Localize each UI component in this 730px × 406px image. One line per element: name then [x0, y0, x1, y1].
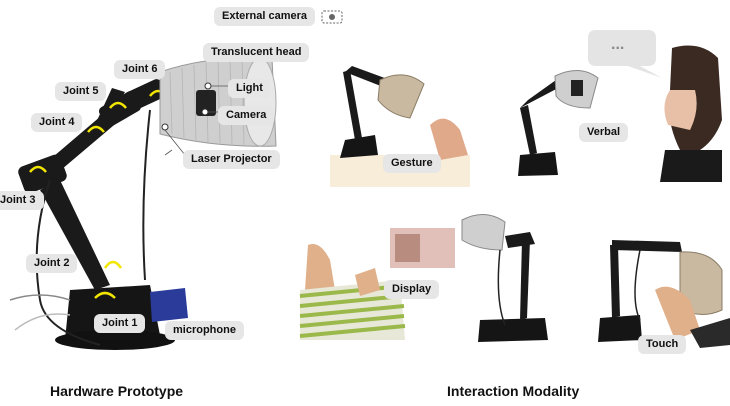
label-joint-5: Joint 5	[55, 82, 106, 101]
label-translucent-head: Translucent head	[203, 43, 309, 62]
camera-dot	[202, 109, 208, 115]
speech-bubble-text: ...	[611, 38, 624, 51]
label-joint-1: Joint 1	[94, 314, 145, 333]
speech-bubble	[588, 30, 662, 78]
label-joint-3: Joint 3	[0, 191, 44, 210]
cable	[143, 110, 150, 280]
label-display: Display	[384, 280, 439, 299]
gesture-robot-head	[378, 75, 424, 118]
verbal-robot-base	[518, 152, 558, 176]
label-light: Light	[228, 79, 271, 98]
cable	[498, 250, 505, 325]
touch-robot-arm	[612, 240, 682, 252]
caption-hardware-prototype: Hardware Prototype	[50, 383, 183, 399]
verbal-robot-arm	[520, 105, 537, 155]
joint-2-marker	[105, 262, 121, 268]
laser-projector-dot	[162, 124, 168, 130]
label-verbal: Verbal	[579, 123, 628, 142]
person-face	[664, 90, 696, 130]
translucent-head-rim	[244, 58, 276, 146]
microphone-device	[150, 288, 188, 322]
gesture-robot-arm	[343, 70, 362, 140]
cable	[15, 314, 70, 330]
robot-base-plate	[55, 330, 175, 350]
touch-robot-arm	[610, 245, 620, 318]
caption-interaction-modality: Interaction Modality	[447, 383, 579, 399]
display-robot-arm	[520, 240, 530, 320]
display-scene	[300, 214, 548, 342]
label-joint-4: Joint 4	[31, 113, 82, 132]
display-robot-head	[462, 214, 505, 250]
cable	[635, 250, 640, 320]
light-dot	[205, 83, 211, 89]
display-robot-arm	[505, 232, 535, 248]
label-touch: Touch	[638, 335, 686, 354]
person-shirt	[660, 150, 722, 182]
lower-arm-segment	[40, 180, 110, 290]
projected-display-content	[395, 234, 420, 262]
label-gesture: Gesture	[383, 154, 441, 173]
label-camera: Camera	[218, 106, 274, 125]
label-joint-6: Joint 6	[114, 60, 165, 79]
label-external-camera: External camera	[214, 7, 315, 26]
touch-scene	[598, 240, 730, 348]
label-laser-projector: Laser Projector	[183, 150, 280, 169]
label-joint-2: Joint 2	[26, 254, 77, 273]
callout-microphone	[165, 150, 172, 155]
label-microphone: microphone	[165, 321, 244, 340]
external-camera-lens-icon	[329, 14, 335, 20]
display-robot-base	[478, 318, 548, 342]
touch-robot-base	[598, 315, 642, 342]
verbal-robot-camera	[571, 80, 583, 96]
